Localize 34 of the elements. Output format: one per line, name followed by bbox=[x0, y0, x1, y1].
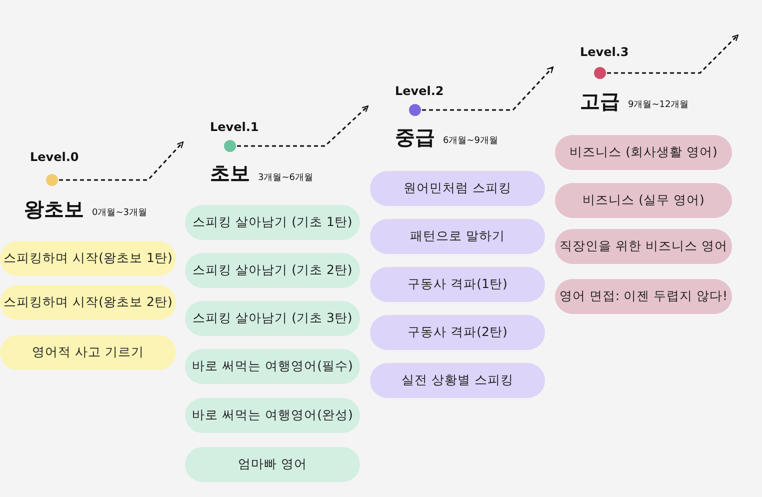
dashed-arrow bbox=[422, 66, 554, 111]
duration-label: 9개월~12개월 bbox=[628, 99, 689, 111]
course-pill: 스피킹하며 시작(왕초보 2탄) bbox=[0, 285, 176, 320]
course-pill: 구동사 격파(2탄) bbox=[370, 315, 545, 350]
course-pill: 바로 써먹는 여행영어(필수) bbox=[185, 349, 360, 384]
dashed-arrow bbox=[607, 34, 739, 74]
level-label: Level.0 bbox=[30, 150, 79, 164]
duration-label: 3개월~6개월 bbox=[258, 172, 313, 184]
course-pill: 스피킹하며 시작(왕초보 1탄) bbox=[0, 241, 176, 276]
course-pill: 원어민처럼 스피킹 bbox=[370, 171, 545, 206]
course-pill: 영어 면접: 이젠 두렵지 않다! bbox=[555, 279, 732, 314]
course-pill: 패턴으로 말하기 bbox=[370, 219, 545, 254]
level-label: Level.2 bbox=[395, 84, 444, 98]
course-pill: 구동사 격파(1탄) bbox=[370, 267, 545, 302]
course-pill: 실전 상황별 스피킹 bbox=[370, 363, 545, 398]
dashed-arrow bbox=[237, 105, 369, 147]
level-title: 왕초보 bbox=[24, 196, 84, 223]
duration-label: 6개월~9개월 bbox=[443, 135, 498, 147]
course-pill: 영어적 사고 기르기 bbox=[0, 335, 176, 370]
level-title: 중급 bbox=[395, 124, 435, 151]
course-pill: 바로 써먹는 여행영어(완성) bbox=[185, 398, 360, 433]
course-pill: 스피킹 살아남기 (기초 3탄) bbox=[185, 301, 360, 336]
course-pill: 비즈니스 (실무 영어) bbox=[555, 183, 732, 218]
course-pill: 엄마빠 영어 bbox=[185, 447, 360, 482]
course-pill: 직장인을 위한 비즈니스 영어 bbox=[555, 229, 732, 264]
course-pill: 스피킹 살아남기 (기초 1탄) bbox=[185, 205, 360, 240]
course-pill: 스피킹 살아남기 (기초 2탄) bbox=[185, 253, 360, 288]
duration-label: 0개월~3개월 bbox=[92, 207, 147, 219]
level-label: Level.3 bbox=[580, 45, 629, 59]
level-label: Level.1 bbox=[210, 120, 259, 134]
course-pill: 비즈니스 (회사생활 영어) bbox=[555, 135, 732, 170]
level-title: 고급 bbox=[580, 88, 620, 115]
dashed-arrow bbox=[59, 141, 184, 181]
level-title: 초보 bbox=[210, 160, 250, 187]
